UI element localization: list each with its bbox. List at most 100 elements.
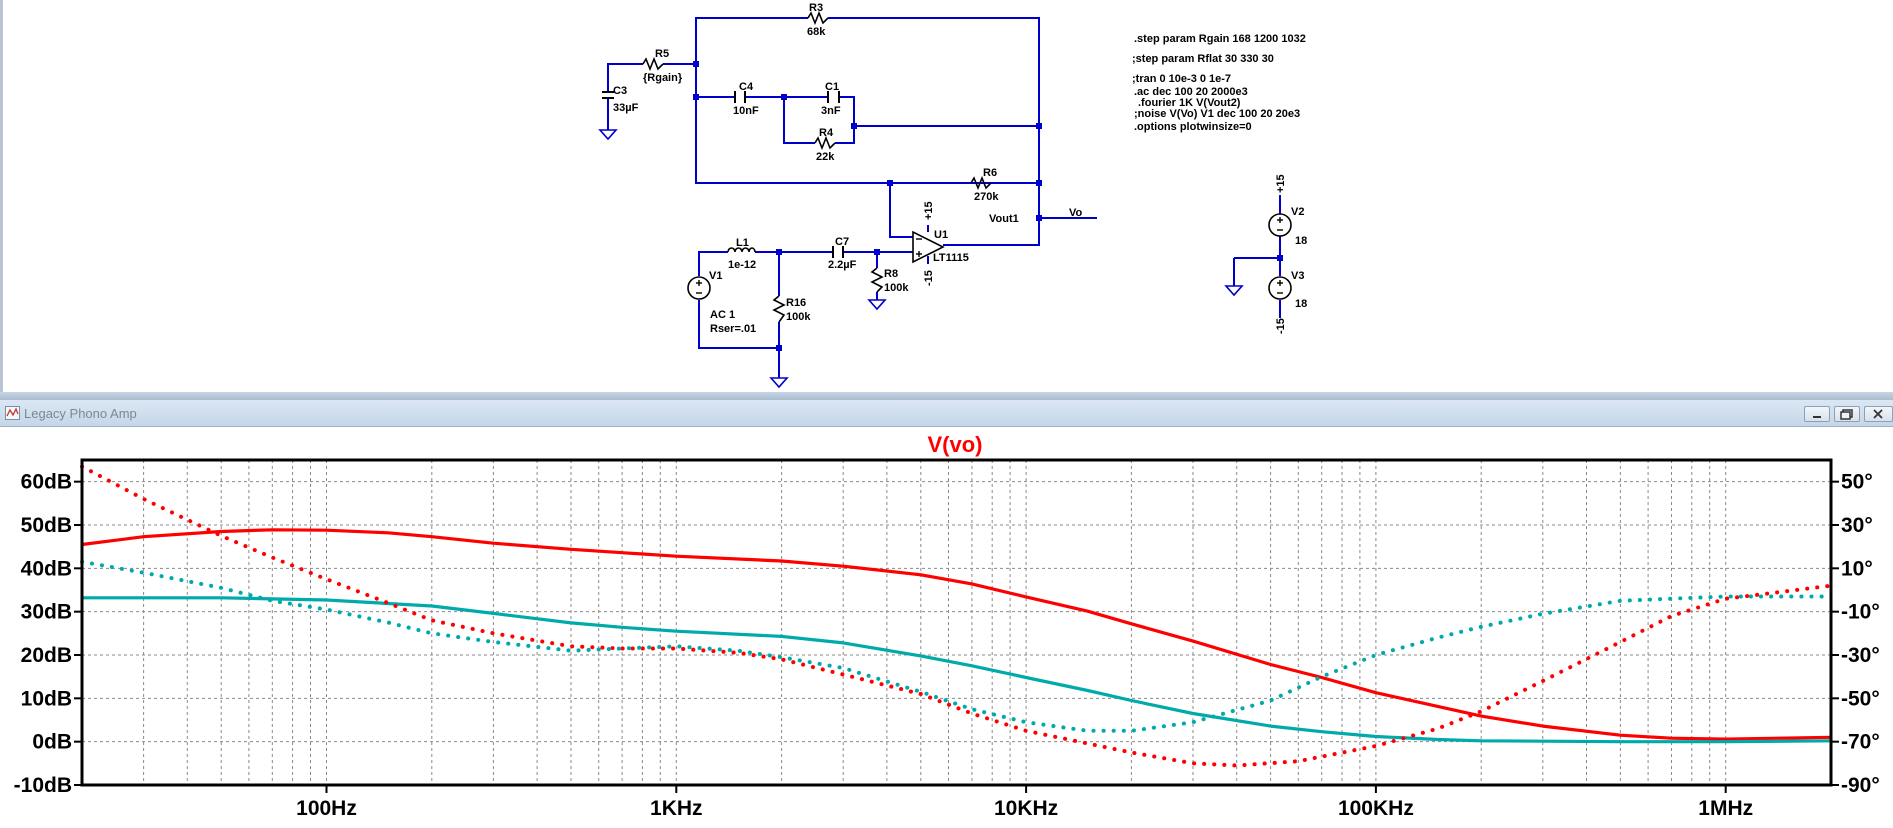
y2-tick-label: -30°: [1841, 644, 1880, 667]
wire-junctions: [693, 61, 1283, 351]
minimize-icon: [1813, 416, 1821, 418]
y-tick-label: 10dB: [21, 687, 72, 710]
y-tick-label: 20dB: [21, 644, 72, 667]
label-c1-value: 3nF: [821, 105, 841, 117]
x-tick-label: 100Hz: [296, 797, 357, 820]
magnitude-trace[interactable]: [81, 528, 1832, 741]
label-r4-value: 22k: [816, 151, 835, 163]
directive-line: ;tran 0 10e-3 0 1e-7: [1132, 73, 1231, 85]
schematic-canvas[interactable]: R3 68k R5 {Rgain} C3 33µF C4 10nF C1 3nF…: [3, 0, 1893, 392]
source-polarity-marks: [696, 217, 1283, 294]
directive-line: .fourier 1K V(Vout2): [1138, 97, 1241, 109]
magnitude-trace[interactable]: [82, 596, 1832, 744]
label-l1-ref: L1: [736, 237, 749, 249]
directive-line: .ac dec 100 20 2000e3: [1134, 86, 1248, 98]
label-c4-value: 10nF: [733, 105, 759, 117]
label-u1-value: LT1115: [933, 252, 969, 264]
restore-icon: [1840, 409, 1853, 420]
label-v3-name: V3: [1291, 270, 1304, 282]
v3-neg-supply-label: -15: [1275, 318, 1287, 334]
spice-directives: .step param Rgain 168 1200 1032 ;step pa…: [1132, 33, 1306, 133]
y2-tick-label: -10°: [1841, 601, 1880, 624]
schematic-editor[interactable]: R3 68k R5 {Rgain} C3 33µF C4 10nF C1 3nF…: [0, 0, 1893, 392]
label-v2-value: 18: [1295, 235, 1307, 247]
x-tick-label: 1KHz: [650, 797, 703, 820]
voltage-source-symbols: [687, 213, 1292, 300]
label-v1-rser: Rser=.01: [710, 323, 756, 335]
y2-tick-label: 10°: [1841, 557, 1873, 580]
label-r8-value: 100k: [884, 282, 909, 294]
label-c3-value: 33µF: [613, 102, 639, 114]
directive-line: ;step param Rflat 30 330 30: [1132, 53, 1274, 65]
label-r6-value: 270k: [974, 191, 999, 203]
directive-line: .options plotwinsize=0: [1134, 121, 1252, 133]
y2-tick-label: -50°: [1841, 687, 1880, 710]
x-tick-label: 10KHz: [994, 797, 1058, 820]
y-tick-label: -10dB: [14, 774, 72, 797]
label-r4-ref: R4: [819, 127, 834, 139]
schematic-wires: [607, 17, 1281, 378]
restore-button[interactable]: [1834, 406, 1860, 422]
label-c1-ref: C1: [825, 81, 839, 93]
label-v3-value: 18: [1295, 298, 1307, 310]
window-titlebar[interactable]: Legacy Phono Amp: [0, 400, 1893, 427]
y-tick-label: 40dB: [21, 557, 72, 580]
directive-line: ;noise V(Vo) V1 dec 100 20 20e3: [1134, 108, 1300, 120]
resistor-symbols: [642, 10, 992, 323]
y2-tick-label: 50°: [1841, 471, 1873, 494]
y2-tick-label: -70°: [1841, 731, 1880, 754]
label-r3-value: 68k: [807, 26, 826, 38]
component-labels: R3 68k R5 {Rgain} C3 33µF C4 10nF C1 3nF…: [613, 2, 1307, 335]
pane-splitter[interactable]: [0, 392, 1893, 400]
opamp-pos-supply-label: +15: [923, 201, 935, 220]
net-label-vo: Vo: [1069, 207, 1083, 219]
plot-grid: [82, 460, 1831, 785]
label-r8-ref: R8: [884, 268, 898, 280]
plot-area[interactable]: V(vo) 60dB 50dB 40dB 30dB 20dB 10dB 0dB -10dB 50…: [0, 427, 1893, 828]
x-tick-label: 100KHz: [1338, 797, 1414, 820]
label-r16-ref: R16: [786, 297, 806, 309]
y-tick-label: 30dB: [21, 601, 72, 624]
inductor-symbol: [727, 247, 756, 253]
capacitor-symbols: [602, 91, 844, 258]
label-l1-value: 1e-12: [728, 259, 756, 271]
ground-symbols: [598, 129, 1244, 389]
x-tick-label: 1MHz: [1698, 797, 1753, 820]
opamp-symbol: [912, 230, 945, 264]
label-v1-ref: AC 1: [710, 309, 735, 321]
y-tick-label: 0dB: [32, 731, 72, 754]
plot-axes: 60dB 50dB 40dB 30dB 20dB 10dB 0dB -10dB 50° 30° 10…: [14, 471, 1880, 820]
label-r3-ref: R3: [809, 2, 823, 14]
label-v1-name: V1: [709, 270, 722, 282]
y2-tick-label: -90°: [1841, 774, 1880, 797]
y-tick-label: 50dB: [21, 514, 72, 537]
plot-traces: [80, 464, 1833, 768]
close-icon: [1873, 409, 1883, 419]
net-label-vout1: Vout1: [989, 213, 1019, 225]
label-r5-ref: R5: [655, 48, 669, 60]
label-c4-ref: C4: [739, 81, 754, 93]
y-tick-label: 60dB: [21, 471, 72, 494]
label-r5-value: {Rgain}: [643, 72, 683, 84]
phase-trace[interactable]: [80, 559, 1833, 733]
plot-frame: [80, 458, 1833, 787]
v2-pos-supply-label: +15: [1275, 174, 1287, 193]
label-c3-ref: C3: [613, 85, 627, 97]
minimize-button[interactable]: [1804, 406, 1830, 422]
phase-trace[interactable]: [80, 464, 1833, 768]
waveform-window-icon: [5, 406, 20, 420]
waveform-window[interactable]: Legacy Phono Amp V(vo) 60dB 50dB 40dB 30dB 2…: [0, 400, 1893, 828]
close-button[interactable]: [1864, 406, 1893, 422]
y2-tick-label: 30°: [1841, 514, 1873, 537]
window-title: Legacy Phono Amp: [24, 406, 137, 421]
supply-pin-labels: +15 -15 +15 -15: [923, 174, 1287, 334]
label-u1-ref: U1: [934, 229, 948, 241]
label-v2-name: V2: [1291, 206, 1304, 218]
label-r16-value: 100k: [786, 311, 811, 323]
label-r6-ref: R6: [983, 167, 997, 179]
plot-title[interactable]: V(vo): [928, 432, 983, 457]
opamp-neg-supply-label: -15: [923, 270, 935, 286]
label-c7-ref: C7: [835, 236, 849, 248]
label-c7-value: 2.2µF: [828, 259, 857, 271]
directive-line: .step param Rgain 168 1200 1032: [1134, 33, 1306, 45]
